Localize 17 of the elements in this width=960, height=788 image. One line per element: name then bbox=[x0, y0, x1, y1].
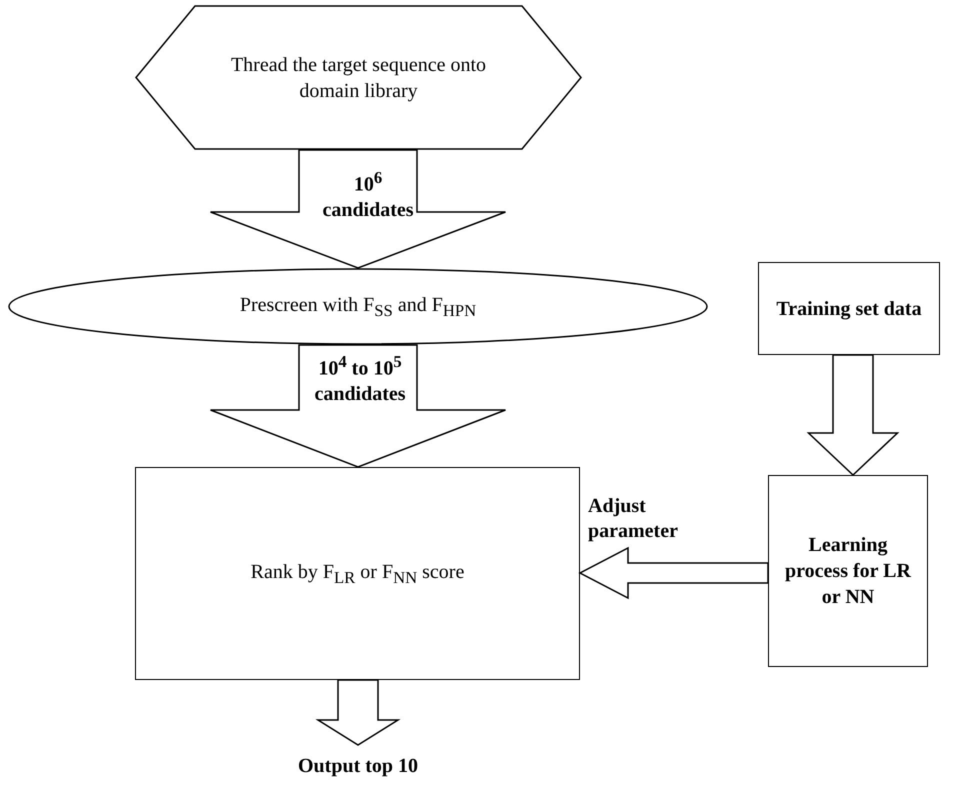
process-box bbox=[135, 467, 580, 680]
node-text: Rank by F$_{LR}$ or F$_{NN}$ score bbox=[250, 560, 464, 588]
block-arrow bbox=[578, 546, 769, 600]
process-box bbox=[768, 475, 928, 667]
node-text: Thread the target sequence onto domain library bbox=[230, 52, 488, 104]
process-box bbox=[758, 262, 940, 355]
block-arrow bbox=[210, 149, 506, 269]
block-arrow bbox=[210, 344, 506, 468]
edge-label: 10$^{4}$ to 10$^{5}$ candidates bbox=[313, 352, 407, 407]
edge-label: 10$^{6}$ candidates bbox=[321, 168, 415, 223]
edge-label: Adjust parameter bbox=[588, 494, 679, 544]
node-text: Learning process for LR or NN bbox=[784, 533, 912, 610]
block-arrow bbox=[315, 679, 401, 746]
node-text: Training set data bbox=[776, 296, 922, 322]
output-label: Output top 10 bbox=[298, 754, 418, 779]
node-text: Prescreen with F$_{SS}$ and F$_{HPN}$ bbox=[240, 292, 476, 322]
block-arrow bbox=[806, 354, 900, 476]
